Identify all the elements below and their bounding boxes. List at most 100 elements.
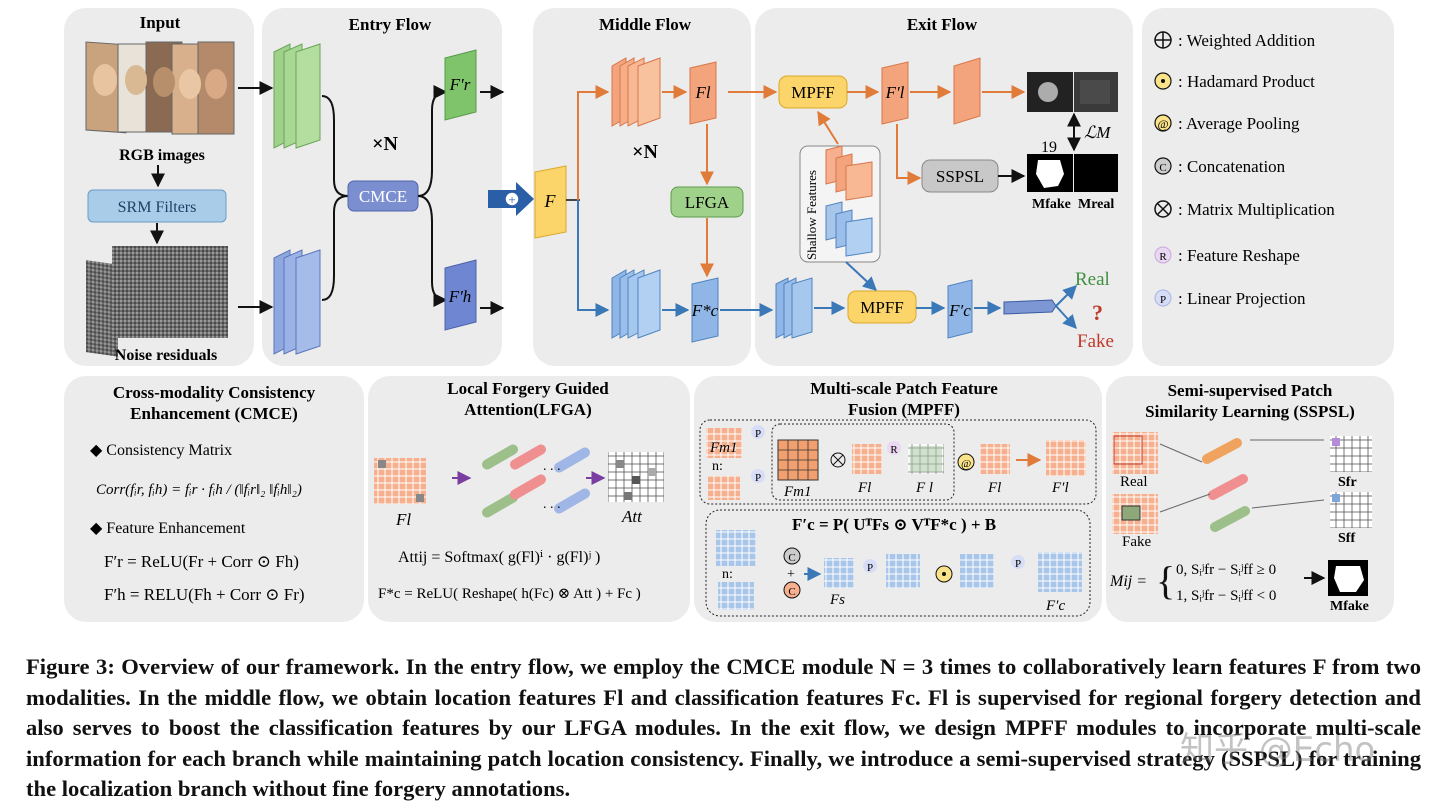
sspsl-case1: 1, Sᵢʲfr − Sᵢʲff < 0 xyxy=(1176,588,1276,604)
svg-text:P: P xyxy=(755,472,761,484)
sspsl-title-line2: Similarity Learning (SSPSL) xyxy=(1145,402,1355,421)
lfga-eq-att: Attij = Softmax( g(Fl)ⁱ · g(Fl)ʲ ) xyxy=(398,549,600,566)
sspsl-mij: Mij = xyxy=(1109,573,1147,590)
mpff-n-top: n: xyxy=(712,459,723,474)
legend-panel xyxy=(1142,8,1394,366)
f-block xyxy=(534,165,567,239)
legend-feature-reshape: : Feature Reshape xyxy=(1178,246,1300,265)
mpff-title-line2: Fusion (MPFF) xyxy=(848,400,960,419)
entry-flow-title: Entry Flow xyxy=(349,15,432,34)
blue-middle-stack xyxy=(611,269,661,339)
fr-prime-block xyxy=(444,49,477,121)
classifier-vector xyxy=(1003,299,1057,315)
svg-text:C: C xyxy=(1159,162,1166,174)
sspsl-title-line1: Semi-supervised Patch xyxy=(1168,381,1333,400)
m-fake-label: Mfake xyxy=(1032,197,1071,212)
fh-prime-block xyxy=(444,259,477,331)
legend-matrix-multiplication: : Matrix Multiplication xyxy=(1178,200,1335,219)
m-real-label: Mreal xyxy=(1078,197,1114,212)
mpff-fl-prime-label: F′l xyxy=(1051,480,1069,496)
real-label: Real xyxy=(1075,269,1110,290)
middle-flow-title: Middle Flow xyxy=(599,15,692,34)
svg-text:. . .: . . . xyxy=(543,459,561,474)
mpff-n-bottom: n: xyxy=(722,567,733,582)
svg-text:P: P xyxy=(755,428,761,440)
cmce-eq-corr: Corr(fᵢr, fᵢh) = fᵢr · fᵢh / (‖fᵢr‖₂ ‖fᵢ… xyxy=(96,482,302,498)
lfga-title-line1: Local Forgery Guided xyxy=(447,379,609,398)
fh-prime-label: F′h xyxy=(448,287,472,306)
sspsl-panel xyxy=(1106,376,1394,622)
mpff-fc-prime-label: F′c xyxy=(1045,598,1065,614)
legend-hadamard-product: : Hadamard Product xyxy=(1178,72,1315,91)
lfga-eq-fc: F*c = ReLU( Reshape( h(Fc) ⊗ Att ) + Fc … xyxy=(378,586,641,602)
svg-text:+: + xyxy=(787,567,795,582)
figure-caption: Figure 3: Overview of our framework. In … xyxy=(26,652,1421,805)
label-19: 19 xyxy=(1041,139,1057,156)
svg-text:@: @ xyxy=(1157,117,1168,131)
fc-prime-block xyxy=(947,279,973,339)
shallow-orange-stack xyxy=(825,145,873,201)
f-label: F xyxy=(544,191,557,211)
fake-label: Fake xyxy=(1077,331,1114,352)
shallow-blue-stack xyxy=(825,201,873,257)
cmce-bullet-enhancement: ◆ Feature Enhancement xyxy=(90,520,246,537)
mpff-fm1-label: Fm1 xyxy=(709,440,738,456)
input-title: Input xyxy=(140,13,181,32)
svg-text:C: C xyxy=(788,552,795,564)
lfga-token-bars: . . . . . . xyxy=(482,444,590,518)
lfga-att-label: Att xyxy=(621,507,643,526)
lfga-block-label: LFGA xyxy=(685,193,730,212)
mask-real xyxy=(1074,154,1118,192)
fl-prime-block xyxy=(881,61,909,125)
s-ff-label: Sff xyxy=(1338,531,1355,546)
legend-average-pooling: : Average Pooling xyxy=(1178,114,1300,133)
svg-text:P: P xyxy=(1015,558,1021,570)
lfga-block xyxy=(670,186,744,218)
cmce-bullet-consistency: ◆ Consistency Matrix xyxy=(90,442,232,459)
lfga-fl-label: Fl xyxy=(395,510,411,529)
sspsl-case0: 0, Sᵢʲfr − Sᵢʲff ≥ 0 xyxy=(1176,562,1276,578)
mpff-fs-label: Fs xyxy=(829,592,845,608)
svg-text:. . .: . . . xyxy=(543,497,561,512)
mpff-fm1b-label: Fm1 xyxy=(783,484,812,500)
fc-star-label: F*c xyxy=(691,301,719,320)
mpff-bottom-dotted-box xyxy=(705,509,1091,617)
fl-label: Fl xyxy=(694,83,710,102)
exit-blue-stack xyxy=(775,277,813,339)
svg-text:R: R xyxy=(1159,251,1167,263)
legend-linear-projection: : Linear Projection xyxy=(1178,289,1306,308)
fl-prime-label: F′l xyxy=(885,83,905,102)
cmce-eq-fr: F′r = ReLU(Fr + Corr ⊙ Fh) xyxy=(104,552,299,571)
mpff-eq: F′c = P( UᵀFs ⊙ VᵀF*c ) + B xyxy=(792,515,996,534)
loss-label: ℒM xyxy=(1084,123,1111,142)
shallow-features-label: Shallow Features xyxy=(804,170,819,260)
legend: : Weighted Addition : Hadamard Product @… xyxy=(1154,31,1335,308)
framework-figure: Input RGB images SRM Filters Noise resid… xyxy=(64,8,1394,622)
s-fr-label: Sfr xyxy=(1338,475,1357,490)
svg-text:@: @ xyxy=(961,458,971,470)
mpff-fl-a-label: Fl xyxy=(857,480,871,496)
sspsl-fake-label: Fake xyxy=(1122,534,1152,550)
svg-text:P: P xyxy=(1160,294,1166,306)
caption-text: Figure 3: Overview of our framework. In … xyxy=(26,654,1421,802)
exit-orange-block xyxy=(953,57,981,125)
cmce-panel xyxy=(64,376,364,622)
noise-residual-images xyxy=(86,246,228,357)
sspsl-block-label: SSPSL xyxy=(936,167,984,186)
green-feature-stack xyxy=(273,43,321,149)
blue-feature-stack xyxy=(273,249,321,355)
svg-text:{: { xyxy=(1156,558,1175,603)
orange-middle-stack xyxy=(611,57,661,127)
watermark: 知乎 @Echo xyxy=(1180,730,1376,770)
sspsl-real-label: Real xyxy=(1120,474,1148,490)
middle-times-n: ×N xyxy=(632,141,658,163)
svg-text:P: P xyxy=(867,562,873,574)
srm-filters-box xyxy=(87,189,227,223)
question-mark: ? xyxy=(1092,300,1103,325)
entry-times-n: ×N xyxy=(372,133,398,155)
svg-text:C: C xyxy=(788,586,795,598)
rgb-images-label: RGB images xyxy=(119,147,205,164)
lfga-panel xyxy=(368,376,690,622)
mpff-fl-b-label: F l xyxy=(915,480,933,496)
fl-block xyxy=(689,61,717,125)
